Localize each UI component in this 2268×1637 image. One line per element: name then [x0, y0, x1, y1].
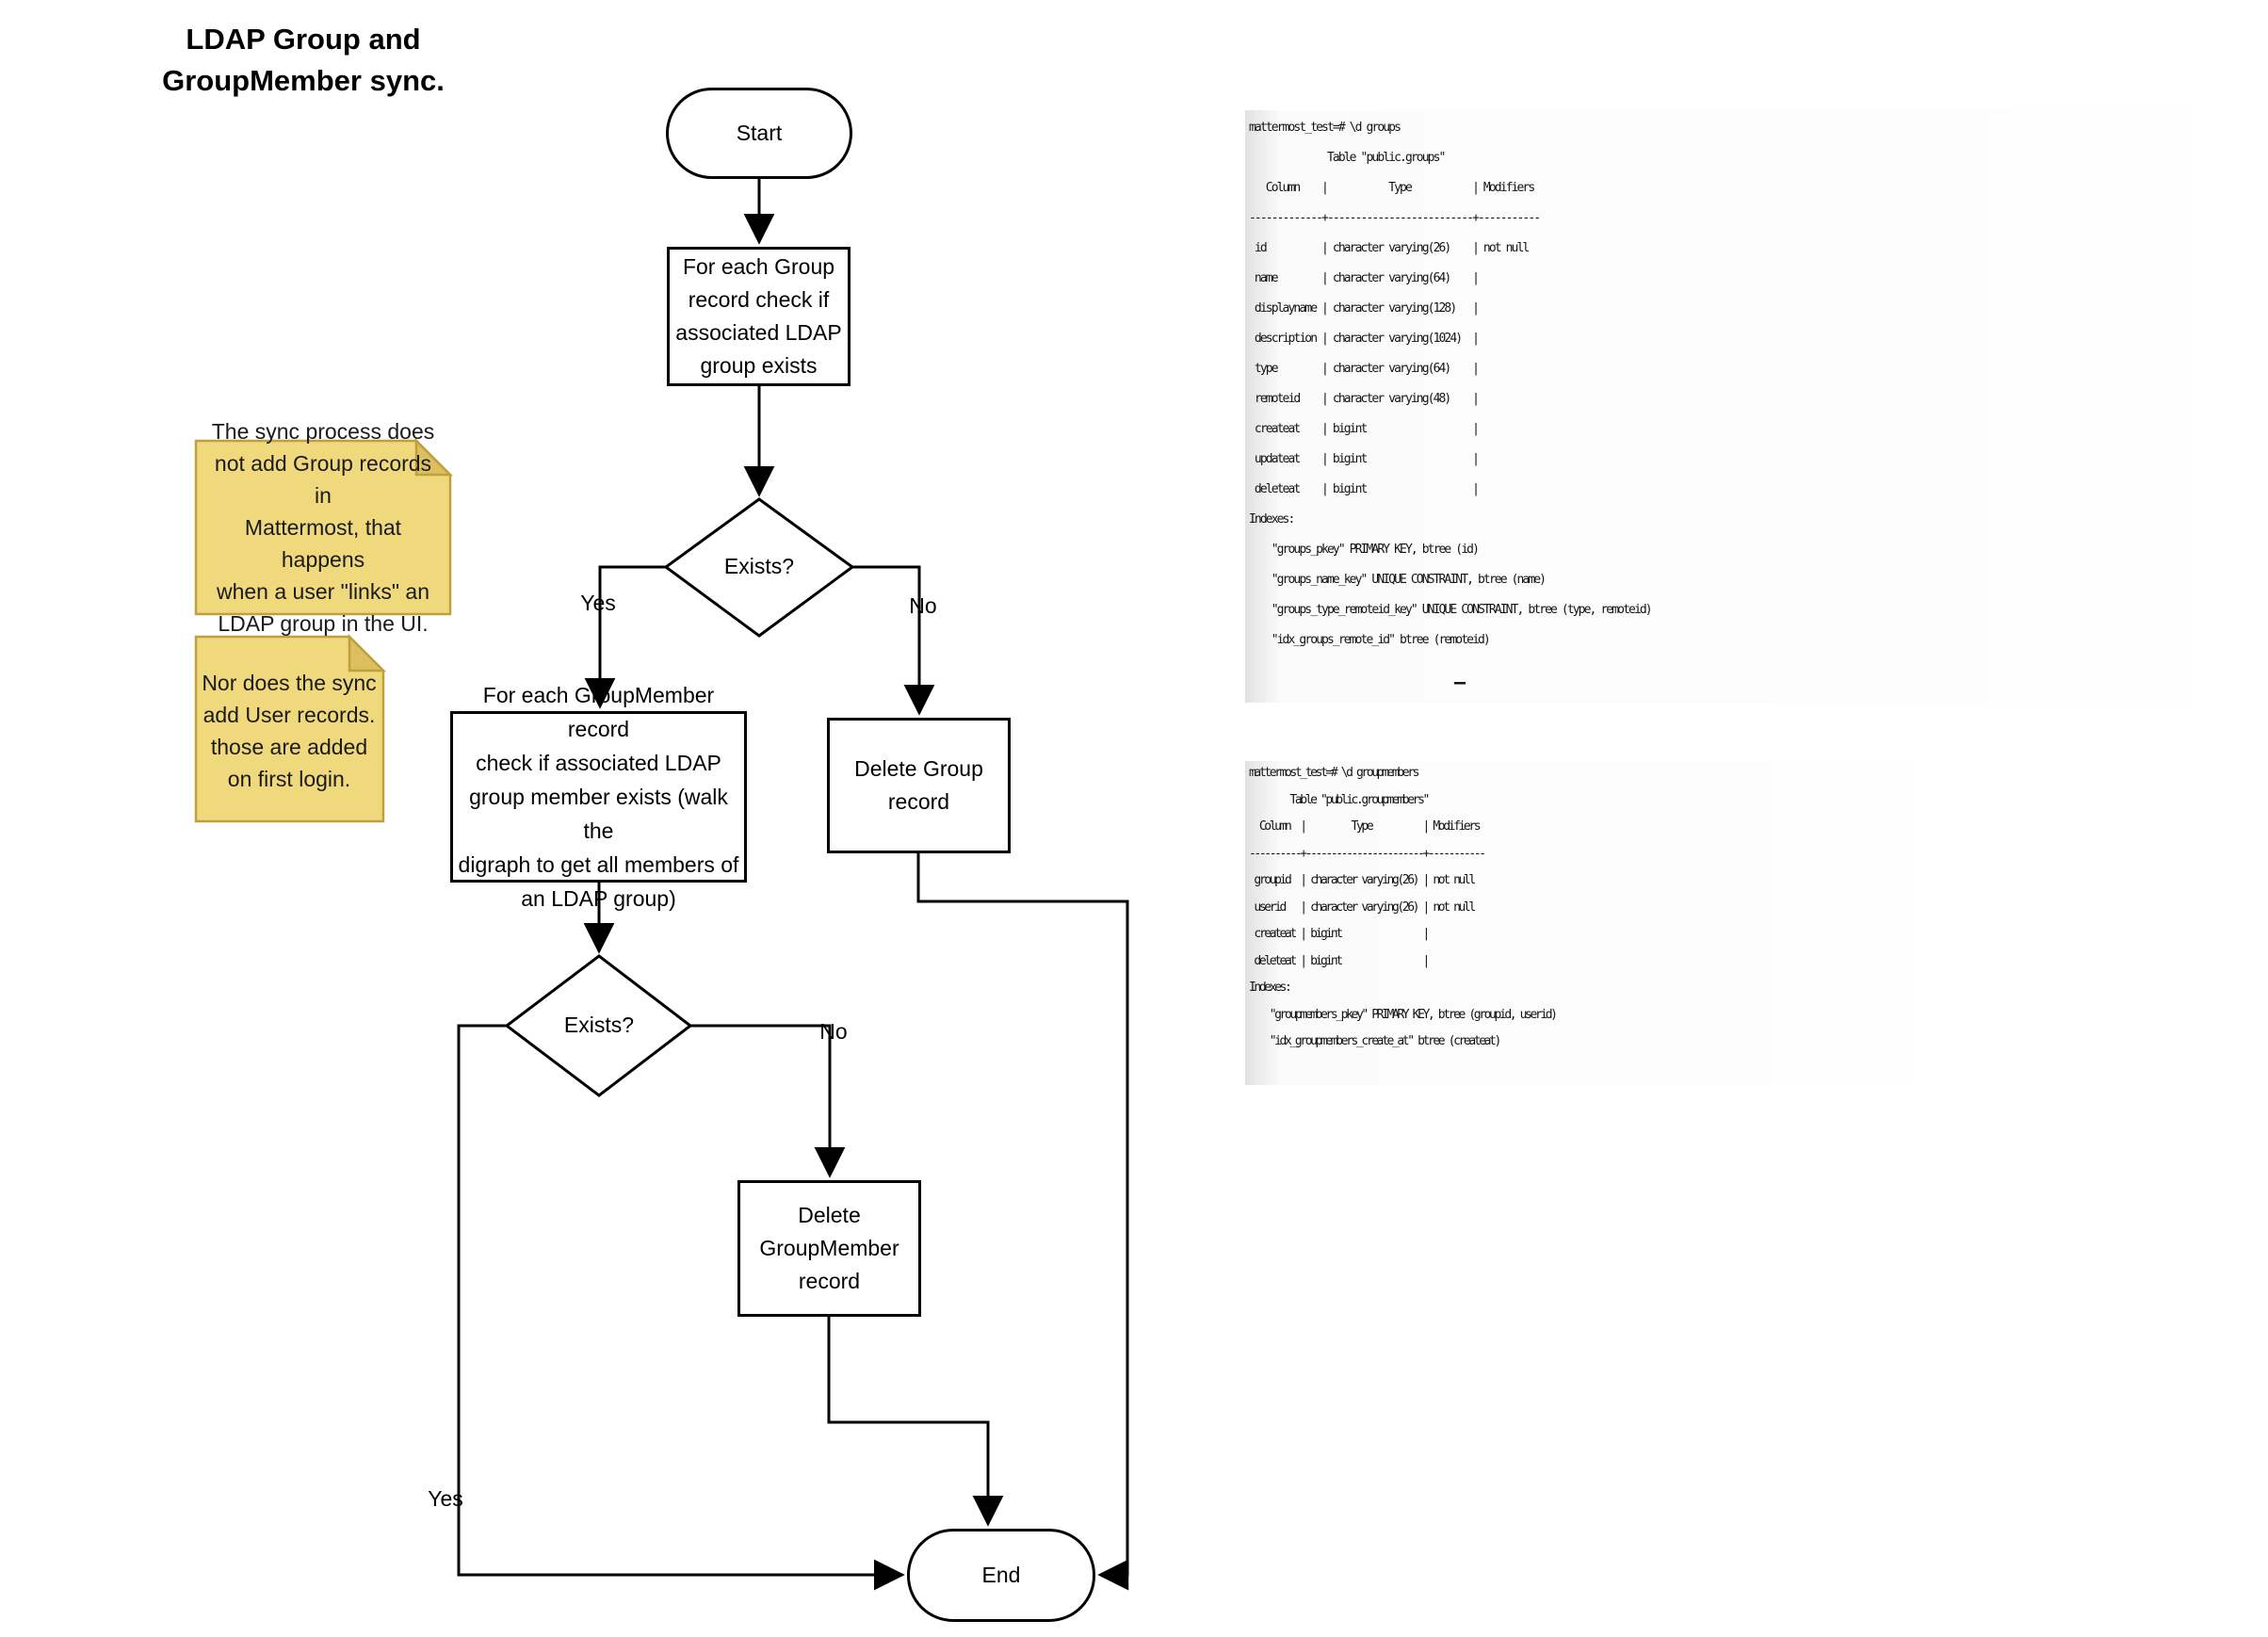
process-group-check: For each Group record check if associate… [667, 247, 850, 386]
terminal-groups: mattermost_test=# \d groups Table "publi… [1245, 110, 2190, 703]
stray-dash-mark: – [1454, 671, 1466, 693]
edge-decision1-no [852, 565, 935, 716]
edge-decision2-no [690, 1024, 846, 1178]
sticky-note-1-shape [194, 437, 454, 616]
terminal-groupmembers-text: mattermost_test=# \d groupmembers Table … [1249, 766, 1558, 1048]
process-groupmember-check: For each GroupMember record check if ass… [450, 683, 747, 911]
start-node: Start [666, 88, 852, 179]
edge-deletegroupmember-to-end [827, 1317, 1004, 1527]
end-label: End [981, 1563, 1021, 1587]
decision2-diamond [504, 954, 693, 1097]
delete-groupmember-label: Delete GroupMember record [759, 1203, 899, 1293]
process-group-check-label: For each Group record check if associate… [675, 254, 842, 378]
decision1-yes-label: Yes [580, 591, 616, 615]
start-label: Start [736, 121, 783, 145]
note-2-fold-corner [348, 633, 387, 673]
note-1-fold-corner [414, 437, 454, 477]
end-node: End [907, 1529, 1095, 1622]
decision1-no-label: No [909, 593, 937, 618]
process-groupmember-check-label: For each GroupMember record check if ass… [458, 683, 739, 911]
sticky-note-2-shape [194, 633, 387, 823]
decision1-label: Exists? [723, 554, 795, 578]
delete-group-label: Delete Group record [854, 756, 983, 814]
decision2-label: Exists? [563, 1013, 635, 1037]
decision2-no-label: No [819, 1019, 848, 1044]
terminal-groupmembers: mattermost_test=# \d groupmembers Table … [1245, 761, 1910, 1085]
terminal-groups-text: mattermost_test=# \d groups Table "publi… [1249, 121, 1653, 647]
decision2-yes-label: Yes [428, 1486, 463, 1511]
edge-decision2-yes-to-end [457, 1024, 905, 1591]
sticky-note-1: The sync process does not add Group reco… [211, 419, 435, 636]
decision1-diamond [663, 497, 855, 638]
diagram-title: LDAP Group and GroupMember sync. [162, 23, 445, 97]
sticky-note-2: Nor does the sync add User records. thos… [202, 671, 377, 791]
edge-decision1-yes [584, 565, 666, 709]
edge-deletegroup-to-end [916, 853, 1129, 1591]
delete-groupmember-node: Delete GroupMember record [737, 1180, 921, 1317]
delete-group-node: Delete Group record [827, 718, 1011, 853]
